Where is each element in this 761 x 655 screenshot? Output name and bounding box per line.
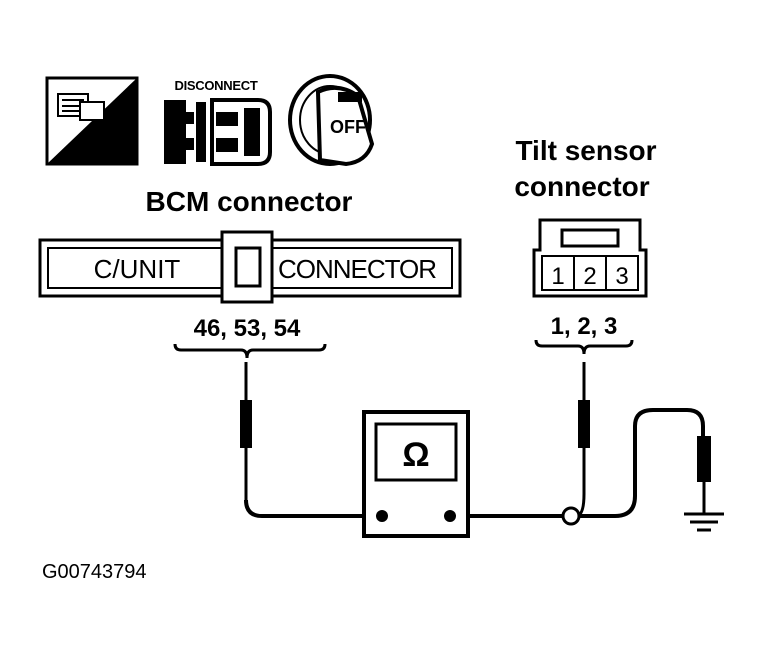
bcm-connector: BCM connector C/UNIT CONNECTOR 46, 53, 5…	[38, 186, 462, 359]
harness-side-icon: H.S.	[45, 76, 139, 166]
disconnect-label: DISCONNECT	[175, 78, 258, 93]
disconnect-icon: DISCONNECT	[164, 78, 272, 166]
tilt-title-line2: connector	[514, 171, 649, 202]
figure-id: G00743794	[42, 561, 147, 583]
cunit-label: C/UNIT	[94, 254, 181, 284]
meter-terminal-right	[444, 510, 456, 522]
wiring	[240, 362, 724, 532]
hs-label: H.S.	[81, 140, 120, 162]
connector-label: CONNECTOR	[278, 254, 436, 284]
ignition-off-icon: OFF	[288, 74, 375, 167]
tilt-sensor-connector: Tilt sensor connector 1 2 3 1, 2, 3	[514, 135, 657, 355]
tilt-terminal-brace	[534, 339, 634, 355]
tilt-terminals: 1, 2, 3	[551, 313, 618, 340]
tilt-title-line1: Tilt sensor	[515, 135, 656, 166]
bcm-terminals: 46, 53, 54	[194, 315, 301, 342]
meter-terminal-left	[376, 510, 388, 522]
bcm-connector-title: BCM connector	[146, 186, 353, 217]
ohmmeter: Ω	[362, 410, 470, 538]
bcm-terminal-brace	[173, 343, 327, 359]
tilt-pin-2: 2	[583, 263, 596, 290]
tilt-pin-3: 3	[615, 263, 628, 290]
ohm-symbol: Ω	[402, 436, 429, 474]
tilt-pin-1: 1	[551, 263, 564, 290]
off-label: OFF	[330, 117, 366, 137]
